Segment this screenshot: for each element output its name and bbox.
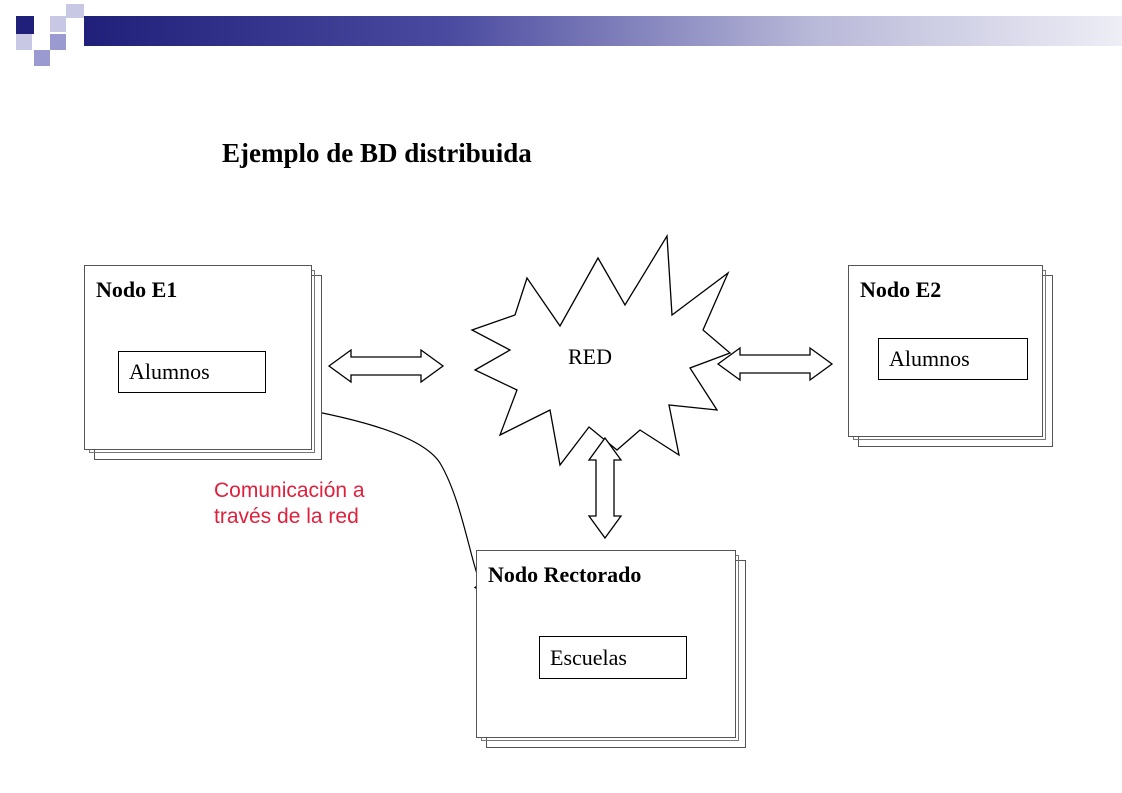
slide-title: Ejemplo de BD distribuida — [222, 138, 532, 168]
header-square-light — [34, 16, 50, 32]
header-square-dark — [50, 34, 66, 50]
node-rectorado: Nodo Rectorado Escuelas — [476, 550, 746, 748]
node-e1: Nodo E1 Alumnos — [84, 265, 322, 460]
annotation-line-2: través de la red — [214, 505, 359, 528]
table-escuelas: Escuelas — [539, 636, 687, 679]
table-alumnos-e2: Alumnos — [878, 338, 1028, 380]
node-title: Nodo E2 — [860, 277, 942, 302]
double-arrow-network-e2 — [716, 346, 834, 382]
annotation-line-1: Comunicación a — [214, 479, 365, 502]
communication-annotation: Comunicación a través de la red — [214, 478, 365, 530]
node-e2: Nodo E2 Alumnos — [848, 265, 1053, 447]
header-bar — [84, 16, 1122, 46]
header-square-mid — [34, 50, 50, 66]
table-alumnos-e1: Alumnos — [118, 351, 266, 393]
double-arrow-e1-network — [327, 348, 445, 384]
header-square-mid — [50, 16, 66, 32]
network-burst-shape — [470, 233, 732, 467]
node-title: Nodo Rectorado — [488, 562, 642, 587]
header-square-dark — [16, 16, 34, 34]
header-square-mid — [16, 34, 32, 50]
network-label: RED — [568, 344, 612, 369]
header-square-light — [66, 4, 84, 18]
node-title: Nodo E1 — [96, 277, 178, 302]
communication-connector — [273, 400, 484, 593]
double-arrow-network-rectorado — [587, 436, 623, 540]
